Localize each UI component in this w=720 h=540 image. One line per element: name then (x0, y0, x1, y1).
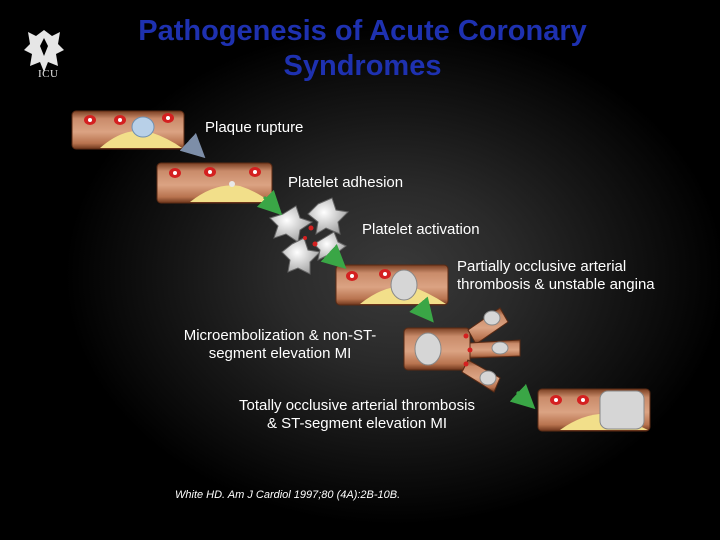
university-crest-icon (24, 30, 64, 72)
label-plaque-rupture: Plaque rupture (205, 119, 304, 136)
label-partial-occlusion-line-1: Partially occlusive arterial (457, 258, 627, 275)
vessel-platelet-adhesion (156, 162, 273, 204)
arrow-to-activation (256, 189, 283, 216)
arrow-to-microembolization (409, 296, 434, 323)
label-partial-occlusion-line-2: thrombosis & unstable angina (457, 276, 655, 293)
title-line-2: Syndromes (283, 50, 442, 82)
label-microembolization: Microembolization & non-ST- segment elev… (162, 327, 398, 363)
logo-text: ICU (38, 68, 59, 80)
label-total-occlusion: Totally occlusive arterial thrombosis & … (212, 397, 502, 433)
label-total-occlusion-line-2: & ST-segment elevation MI (266, 415, 448, 432)
activated-platelets (269, 197, 350, 275)
label-total-occlusion-line-1: Totally occlusive arterial thrombosis (239, 397, 475, 414)
arrow-to-partial-occlusion (320, 243, 347, 270)
vessel-total-occlusion (537, 388, 651, 432)
arrow-to-adhesion (179, 132, 206, 159)
label-platelet-adhesion: Platelet adhesion (288, 174, 404, 191)
arrow-to-total-occlusion (509, 383, 536, 410)
vessel-plaque-rupture (71, 110, 185, 150)
label-microembolization-line-2: segment elevation MI (208, 345, 352, 362)
citation: White HD. Am J Cardiol 1997;80 (4A):2B-1… (175, 489, 401, 501)
title-line-1: Pathogenesis of Acute Coronary (138, 15, 587, 47)
vessel-partial-occlusion (335, 264, 449, 306)
label-platelet-activation: Platelet activation (362, 221, 480, 238)
label-microembolization-line-1: Microembolization & non-ST- (183, 327, 377, 344)
page-title: Pathogenesis of Acute Coronary Syndromes (110, 14, 615, 84)
vessel-microembolization (403, 307, 521, 393)
label-partial-occlusion: Partially occlusive arterial thrombosis … (457, 258, 655, 294)
